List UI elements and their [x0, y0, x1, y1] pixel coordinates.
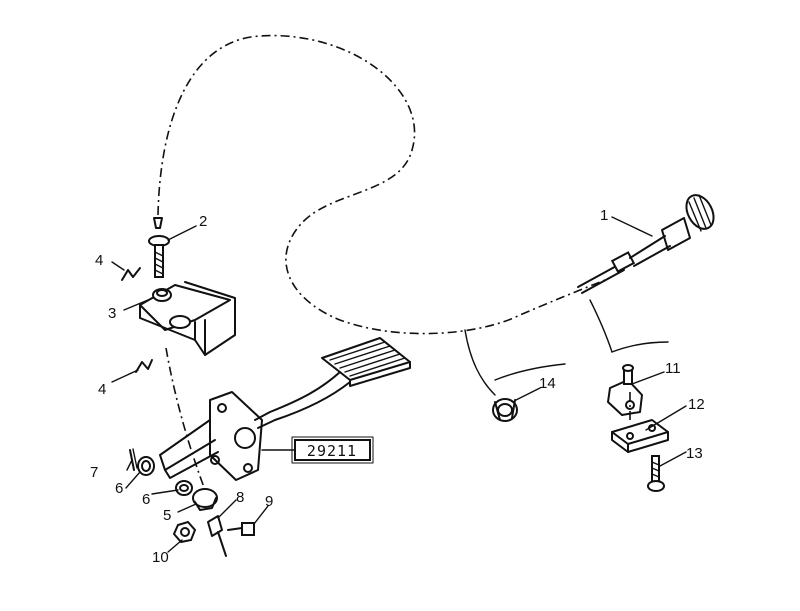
- mounting-bracket: [139, 281, 236, 356]
- washer-6b: [175, 480, 193, 496]
- callout-9: 9: [265, 493, 273, 510]
- nut-10: [172, 520, 197, 544]
- callout-1: 1: [600, 207, 608, 224]
- cable-end-fitting: [148, 217, 170, 278]
- callout-6a: 6: [115, 480, 123, 497]
- throttle-knob-cable: [577, 194, 715, 294]
- washer-6a: [137, 456, 155, 476]
- callout-8: 8: [236, 489, 244, 506]
- clip-8: [207, 515, 227, 557]
- screw-13: [647, 455, 665, 492]
- cable-clamp-11: [607, 364, 643, 416]
- clamp-plate-12: [611, 419, 669, 453]
- callout-6b: 6: [142, 491, 150, 508]
- callout-10: 10: [152, 549, 169, 566]
- retaining-clip-lower: [135, 359, 153, 373]
- part-number-text: 29211: [307, 442, 357, 460]
- callout-14: 14: [539, 375, 556, 392]
- throttle-cable-route: [157, 34, 631, 491]
- cable-group-arcs: [464, 299, 669, 396]
- accelerator-pedal: [159, 337, 411, 481]
- callout-4b: 4: [98, 381, 106, 398]
- callout-11: 11: [665, 360, 681, 377]
- part-number-box: [294, 439, 371, 461]
- grommet-14: [492, 398, 518, 422]
- callout-3: 3: [108, 305, 116, 322]
- callout-13: 13: [686, 445, 703, 462]
- cotter-pin-7: [129, 448, 138, 471]
- callout-2: 2: [199, 213, 207, 230]
- leader-lines: [111, 216, 687, 553]
- retaining-clip-upper: [121, 267, 141, 281]
- bolt-9: [227, 522, 255, 536]
- callout-4a: 4: [95, 252, 103, 269]
- ball-joint-5: [192, 488, 218, 511]
- callout-5: 5: [163, 507, 171, 524]
- callout-7: 7: [90, 464, 98, 481]
- callout-12: 12: [688, 396, 705, 413]
